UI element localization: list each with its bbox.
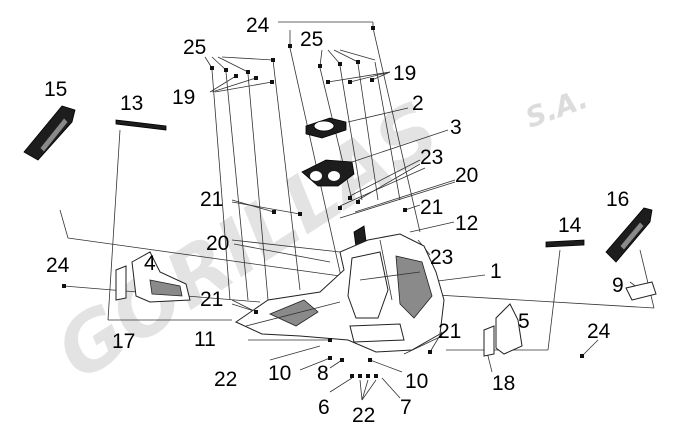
callout-16: 16	[606, 188, 629, 211]
reflector-left	[115, 265, 127, 301]
callout-15: 15	[44, 78, 67, 101]
callout-22-bottom: 22	[352, 404, 375, 427]
parts	[23, 26, 657, 378]
callout-17: 17	[112, 330, 135, 353]
callout-24-top: 24	[246, 14, 270, 37]
callout-24-right: 24	[587, 320, 611, 343]
callout-13: 13	[120, 92, 143, 115]
callout-21-mid-left: 21	[200, 288, 223, 311]
callout-4: 4	[144, 252, 156, 275]
fasteners	[62, 26, 584, 378]
callout-20-lower: 20	[206, 232, 229, 255]
callout-22-left: 22	[214, 368, 237, 391]
callout-19-right: 19	[393, 62, 416, 85]
callout-19-left: 19	[172, 86, 195, 109]
callout-23-upper: 23	[420, 146, 443, 169]
callout-3: 3	[450, 116, 462, 139]
callout-5: 5	[518, 310, 530, 333]
callout-7: 7	[400, 396, 412, 419]
reflector-right	[483, 325, 495, 357]
callout-23-lower: 23	[430, 246, 453, 269]
side-cover-left	[23, 105, 76, 161]
callout-21-upper-right: 21	[420, 196, 443, 219]
callout-12: 12	[455, 212, 478, 235]
callout-2: 2	[412, 92, 424, 115]
callout-10-right: 10	[405, 370, 428, 393]
trim-strip-right	[545, 239, 585, 248]
lower-panel-right	[495, 303, 523, 355]
callout-25-right: 25	[300, 28, 323, 51]
callout-14: 14	[558, 214, 582, 237]
callout-8: 8	[317, 362, 329, 385]
small-cover-plate	[625, 281, 657, 301]
callout-9: 9	[612, 274, 624, 297]
callout-labels: 24 25 25 19 19 15 13 2 3 23 20 21 21 12 …	[44, 14, 629, 427]
callout-25-left: 25	[183, 36, 206, 59]
trim-strip-left	[115, 119, 167, 131]
callout-6: 6	[318, 396, 330, 419]
watermark-suffix: S.A.	[521, 82, 592, 135]
callout-20-upper: 20	[455, 164, 478, 187]
callout-21-upper-left: 21	[200, 188, 223, 211]
callout-11: 11	[194, 328, 216, 351]
callout-1: 1	[490, 260, 502, 283]
callout-18: 18	[492, 372, 515, 395]
callout-10-left: 10	[268, 362, 291, 385]
callout-24-left: 24	[46, 254, 70, 277]
callout-21-lower-right: 21	[438, 320, 461, 343]
